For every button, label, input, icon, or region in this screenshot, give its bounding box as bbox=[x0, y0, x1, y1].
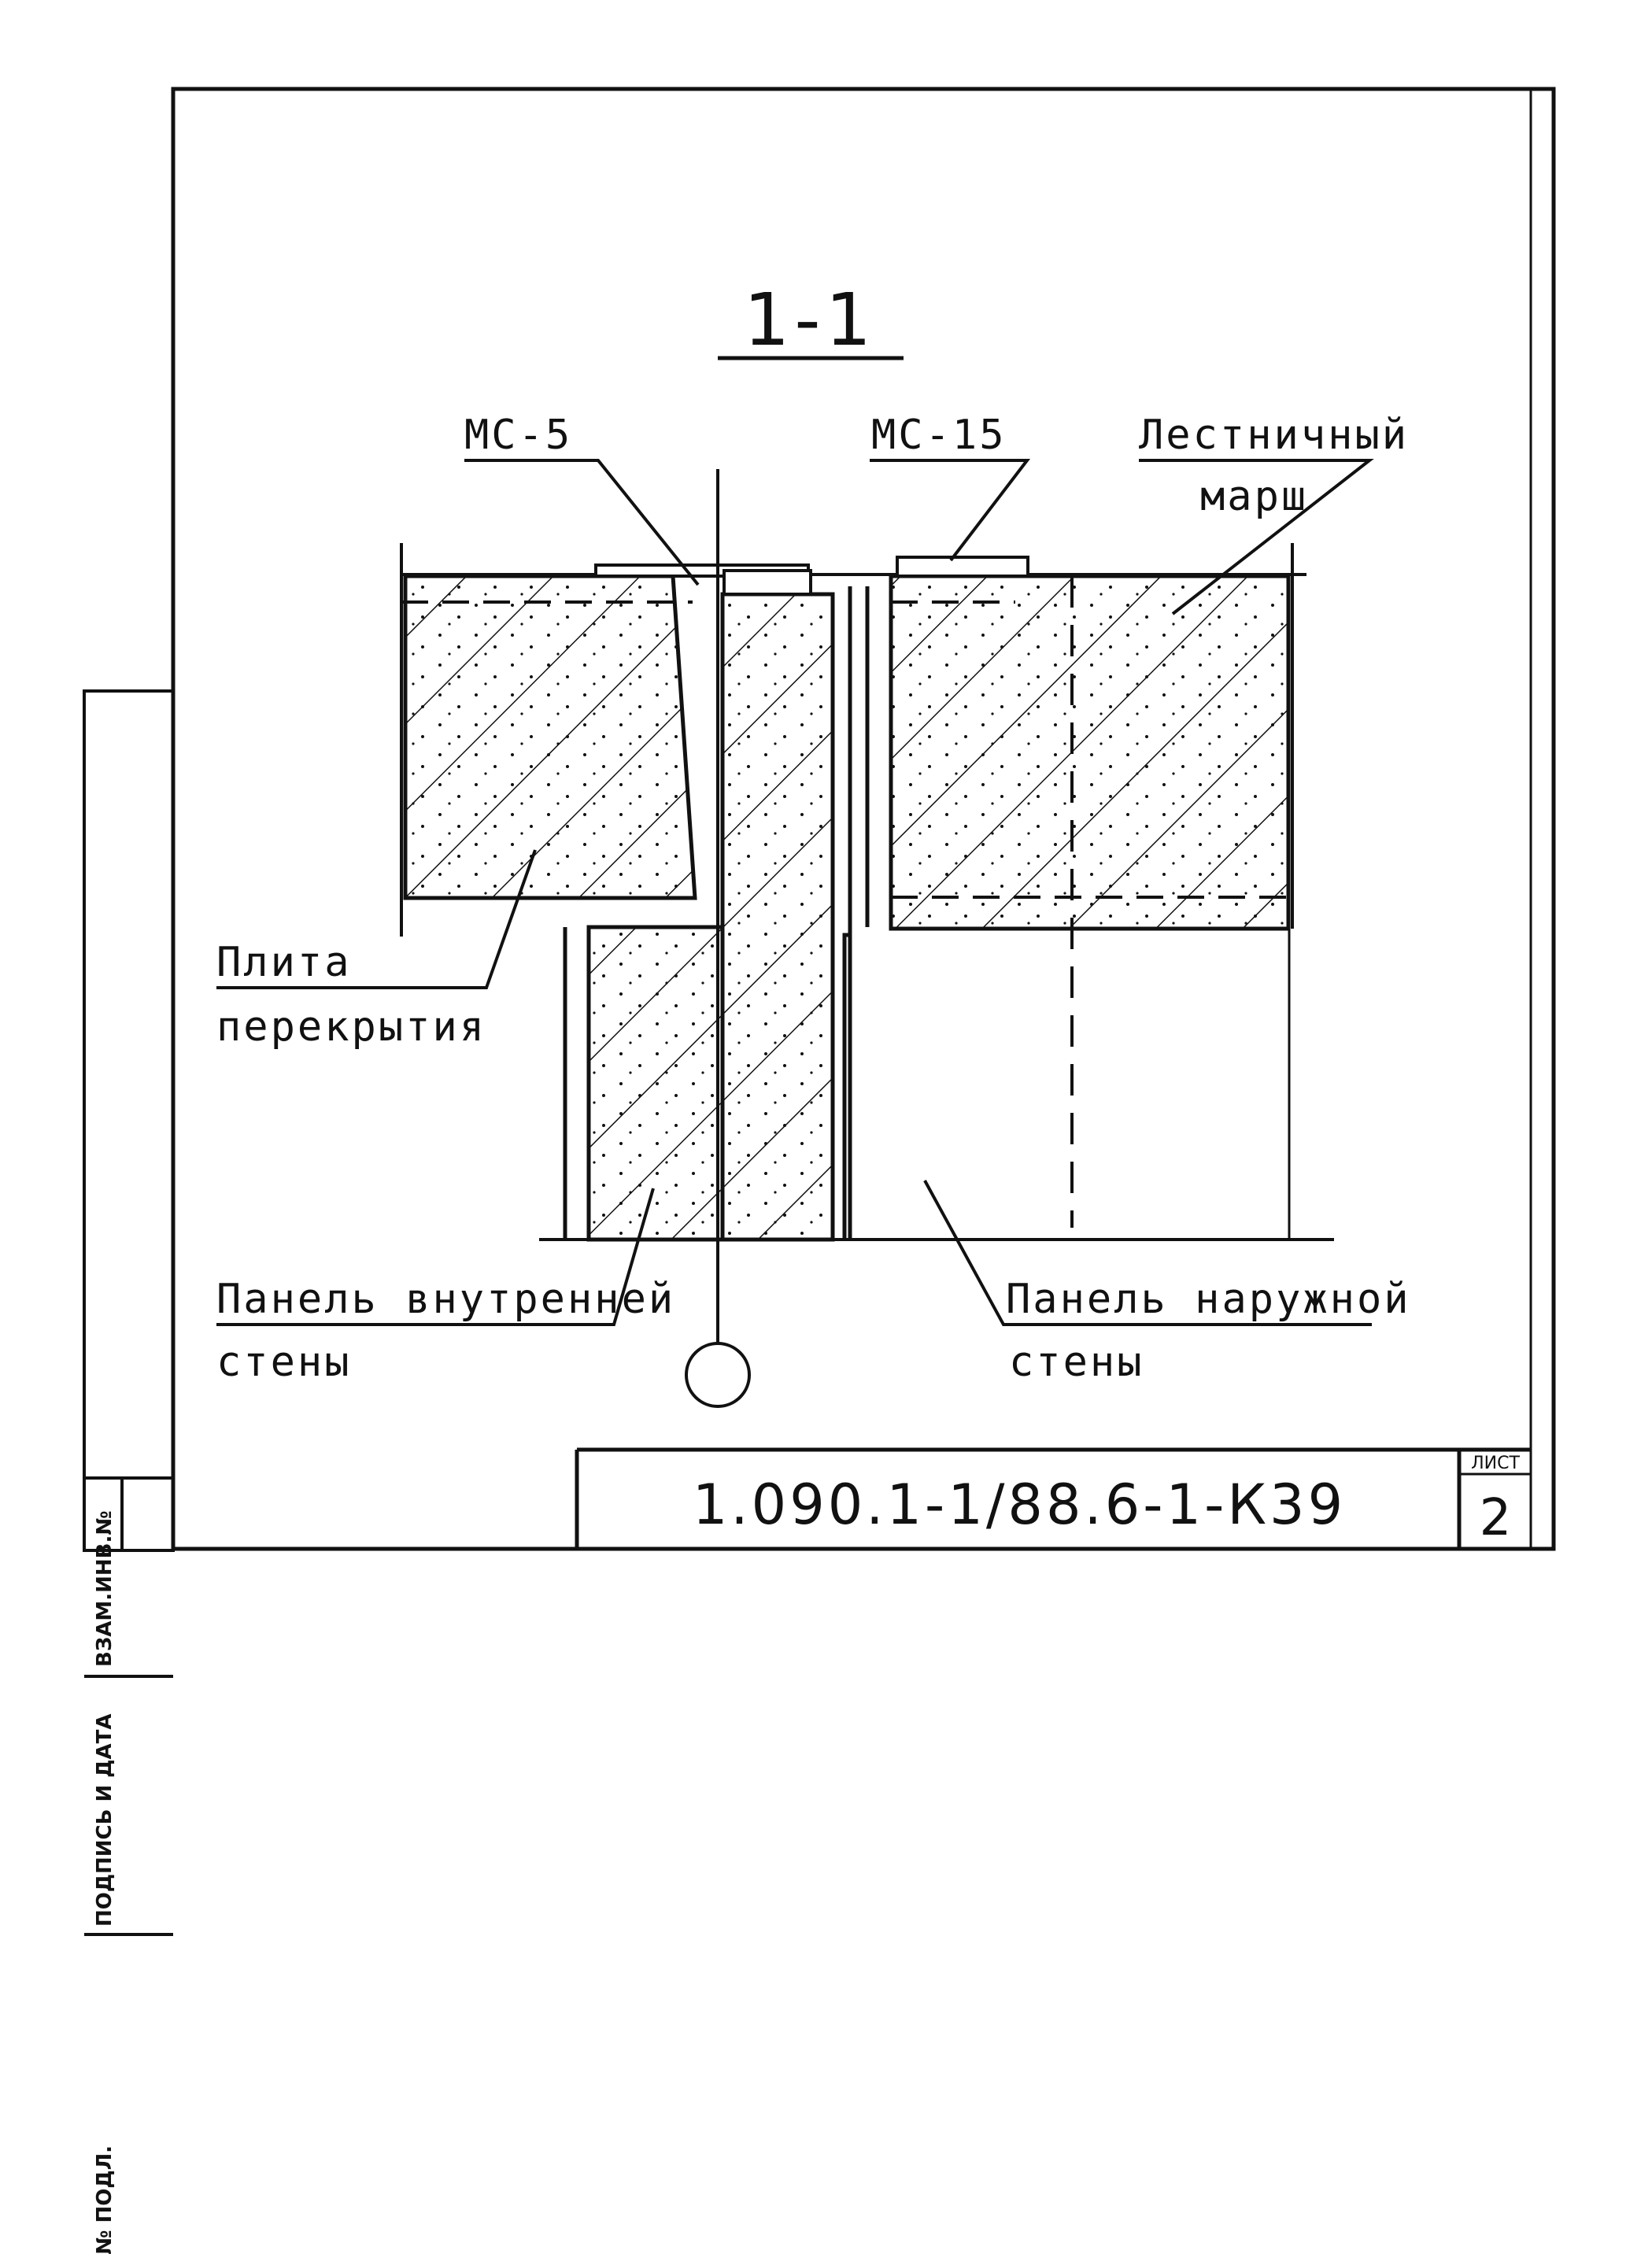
title-block bbox=[575, 1447, 1531, 1549]
axis-marker bbox=[685, 1342, 751, 1408]
label-outer-2: стены bbox=[1009, 1339, 1144, 1386]
label-slab-1: Плита bbox=[216, 939, 352, 986]
stamp-cell-replacement: ВЗАМ.ИНВ.№ bbox=[93, 1510, 116, 1667]
label-mc5: МС-5 bbox=[464, 412, 572, 459]
stair-flight bbox=[842, 574, 1291, 1240]
section-title: 1-1 bbox=[744, 278, 876, 362]
label-mc15: МС-15 bbox=[871, 412, 1007, 459]
outer-wall-panel bbox=[1288, 929, 1291, 1240]
stamp-cell-original: ИНВ.№ ПОДЛ. bbox=[93, 2145, 116, 2254]
axis bbox=[685, 469, 751, 1408]
label-inner-1: Панель внутренней bbox=[216, 1276, 675, 1323]
document-code: 1.090.1-1/88.6-1-К39 bbox=[693, 1472, 1346, 1537]
leader-lines bbox=[216, 459, 1374, 1326]
slab-left bbox=[403, 574, 697, 900]
sheet-number: 2 bbox=[1480, 1489, 1512, 1547]
sheet-label: ЛИСТ bbox=[1471, 1454, 1520, 1473]
label-stair-1: Лестничный bbox=[1139, 412, 1409, 459]
side-stamp-grid bbox=[83, 1476, 173, 1936]
callouts: МС-5 МС-15 Лестничный марш Плита перекры… bbox=[216, 412, 1411, 1386]
label-inner-2: стены bbox=[216, 1339, 352, 1386]
inner-wall-panel bbox=[563, 586, 852, 1242]
label-outer-1: Панель наружной bbox=[1006, 1276, 1411, 1323]
label-slab-2: перекрытия bbox=[216, 1003, 486, 1051]
stamp-cell-signature: ПОДПИСЬ И ДАТА bbox=[93, 1714, 116, 1927]
level-lines bbox=[400, 543, 1334, 1241]
joint-plates bbox=[594, 556, 1029, 596]
side-stamp-labels: ВЗАМ.ИНВ.№ ПОДПИСЬ И ДАТА ИНВ.№ ПОДЛ. bbox=[93, 1510, 116, 2254]
label-stair-2: марш bbox=[1200, 473, 1308, 520]
side-stamp bbox=[83, 689, 175, 1552]
